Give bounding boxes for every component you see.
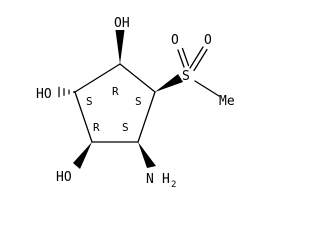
bond-c2-c3: [74, 91, 93, 143]
wedge-c1-oh: [115, 30, 125, 64]
wedge-c3-oh: [73, 142, 92, 169]
wedge-c4-n: [138, 142, 156, 168]
atom-oxygen-2: O: [204, 33, 212, 48]
atom-oh-left: HO: [36, 87, 52, 102]
atom-methyl: Me: [219, 94, 235, 109]
atom-amino-group: N H 2: [146, 172, 176, 190]
stereo-label-c1: R: [112, 85, 119, 98]
bond-c1-c5: [119, 63, 156, 93]
bond-s-o1-a: [177, 49, 185, 68]
bond-c1-c2: [74, 63, 121, 93]
hash-c2-oh: [58, 86, 75, 98]
stereo-label-c2: S: [86, 95, 93, 108]
stereo-label-c5: S: [135, 95, 142, 108]
atom-sulfur: S: [182, 69, 190, 84]
sulfonyl-bonds: [177, 46, 220, 97]
molecule-structure: OH HO HO S O O Me N H 2 R S S R S: [36, 16, 235, 190]
atom-amino-h: H: [162, 172, 170, 187]
stereo-label-c4: S: [122, 121, 129, 134]
bond-s-o2-b: [193, 48, 208, 72]
wedge-bonds: [73, 30, 183, 169]
bond-s-me: [194, 80, 220, 97]
atom-oh-top: OH: [114, 16, 130, 31]
atom-oh-bottom: HO: [56, 170, 72, 185]
atom-amino-subscript: 2: [171, 180, 176, 190]
bond-s-o2-a: [189, 46, 204, 69]
bond-c4-c5: [137, 91, 156, 143]
atom-amino-n: N: [146, 172, 154, 187]
bond-s-o1-b: [181, 47, 190, 67]
wedge-c5-s: [155, 74, 183, 92]
ring-bonds: [74, 63, 156, 143]
stereo-label-c3: R: [93, 121, 100, 134]
atom-oxygen-1: O: [171, 33, 179, 48]
